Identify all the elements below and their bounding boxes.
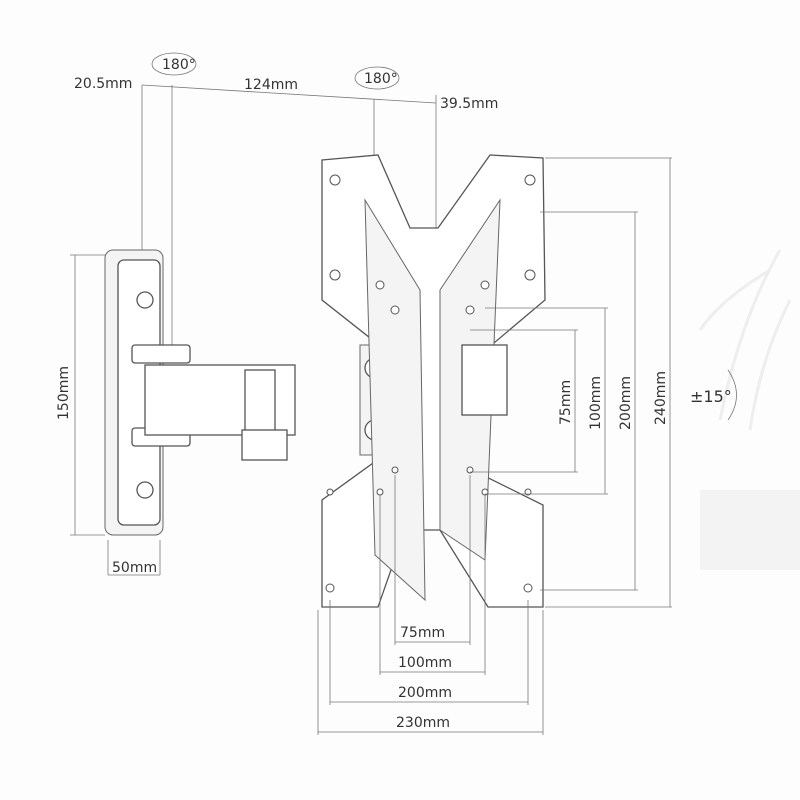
vertical-dimensions (470, 157, 737, 608)
vesa-plate (321, 154, 546, 608)
vertical-75-label: 75mm (558, 380, 574, 425)
tilt-label: ±15° (690, 387, 732, 406)
tilt-arc-icon (727, 369, 737, 421)
rotation-icon (151, 52, 197, 76)
wall-plate-height-label: 150mm (56, 366, 72, 420)
wall-plate-width-label: 50mm (112, 560, 157, 576)
vertical-100-label: 100mm (588, 376, 604, 430)
wall-plate (70, 249, 164, 576)
arm-length-label: 124mm (244, 77, 298, 93)
rotation-icon (354, 66, 400, 90)
horizontal-230-label: 230mm (396, 715, 450, 731)
top-dimension (141, 52, 437, 350)
horizontal-200-label: 200mm (398, 685, 452, 701)
horizontal-100-label: 100mm (398, 655, 452, 671)
horizontal-dimensions (317, 475, 544, 735)
plate-offset-label: 39.5mm (440, 96, 498, 112)
wall-offset-label: 20.5mm (74, 76, 132, 92)
vertical-240-label: 240mm (653, 371, 669, 425)
swivel-label: 180° (364, 71, 398, 87)
horizontal-75-label: 75mm (400, 625, 445, 641)
swivel-label: 180° (162, 57, 196, 73)
vertical-200-label: 200mm (618, 376, 634, 430)
background-plant (698, 249, 800, 570)
swing-arm (131, 344, 403, 461)
